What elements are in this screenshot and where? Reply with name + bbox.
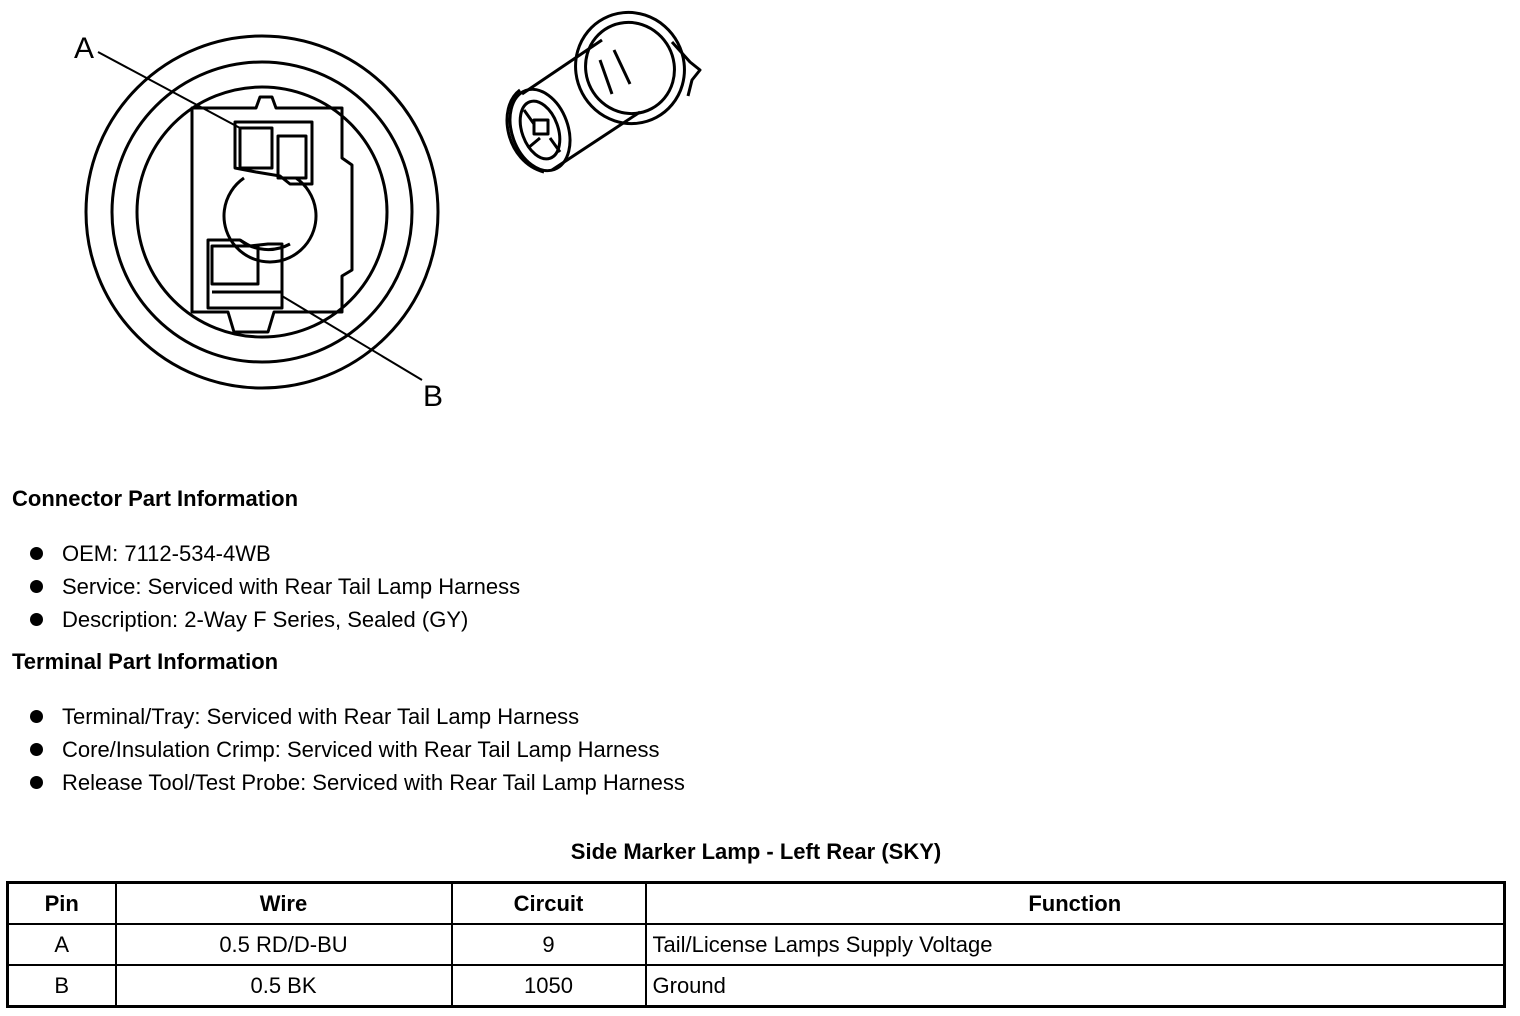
bullet-icon xyxy=(30,547,43,560)
bullet-icon xyxy=(30,743,43,756)
bullet-icon xyxy=(30,710,43,723)
pin-table: Pin Wire Circuit Function A 0.5 RD/D-BU … xyxy=(6,881,1506,1008)
table-row: A 0.5 RD/D-BU 9 Tail/License Lamps Suppl… xyxy=(6,923,1506,966)
pin-table-title: Side Marker Lamp - Left Rear (SKY) xyxy=(570,839,942,864)
terminal-info-list: Terminal/Tray: Serviced with Rear Tail L… xyxy=(28,700,685,799)
callout-a: A xyxy=(74,32,94,65)
callout-a-leader xyxy=(97,51,241,129)
connector-isometric-view xyxy=(505,10,702,174)
header-circuit: Circuit xyxy=(450,881,647,925)
cell-circuit: 1050 xyxy=(450,964,647,1008)
bullet-icon xyxy=(30,613,43,626)
list-item: Terminal/Tray: Serviced with Rear Tail L… xyxy=(28,700,685,733)
cell-circuit: 9 xyxy=(450,923,647,966)
callout-b-leader xyxy=(281,295,423,381)
cell-wire: 0.5 RD/D-BU xyxy=(114,923,453,966)
list-item: Core/Insulation Crimp: Serviced with Rea… xyxy=(28,733,685,766)
cell-function: Ground xyxy=(644,964,1506,1008)
header-function: Function xyxy=(644,881,1506,925)
connector-info-heading: Connector Part Information xyxy=(12,486,299,511)
header-pin: Pin xyxy=(6,881,117,925)
cell-pin: B xyxy=(6,964,117,1008)
connector-face-view xyxy=(84,34,440,390)
connector-info-list: OEM: 7112-534-4WB Service: Serviced with… xyxy=(28,537,520,636)
cell-wire: 0.5 BK xyxy=(114,964,453,1008)
list-item: Description: 2-Way F Series, Sealed (GY) xyxy=(28,603,520,636)
terminal-info-heading: Terminal Part Information xyxy=(12,649,279,674)
table-header-row: Pin Wire Circuit Function xyxy=(6,881,1506,925)
cell-function: Tail/License Lamps Supply Voltage xyxy=(644,923,1506,966)
connector-diagram: A B xyxy=(74,10,702,413)
callout-b: B xyxy=(423,380,443,413)
bullet-icon xyxy=(30,776,43,789)
list-item: Release Tool/Test Probe: Serviced with R… xyxy=(28,766,685,799)
bullet-icon xyxy=(30,580,43,593)
header-wire: Wire xyxy=(114,881,453,925)
list-item: OEM: 7112-534-4WB xyxy=(28,537,520,570)
table-row: B 0.5 BK 1050 Ground xyxy=(6,964,1506,1008)
list-item: Service: Serviced with Rear Tail Lamp Ha… xyxy=(28,570,520,603)
cell-pin: A xyxy=(6,923,117,966)
